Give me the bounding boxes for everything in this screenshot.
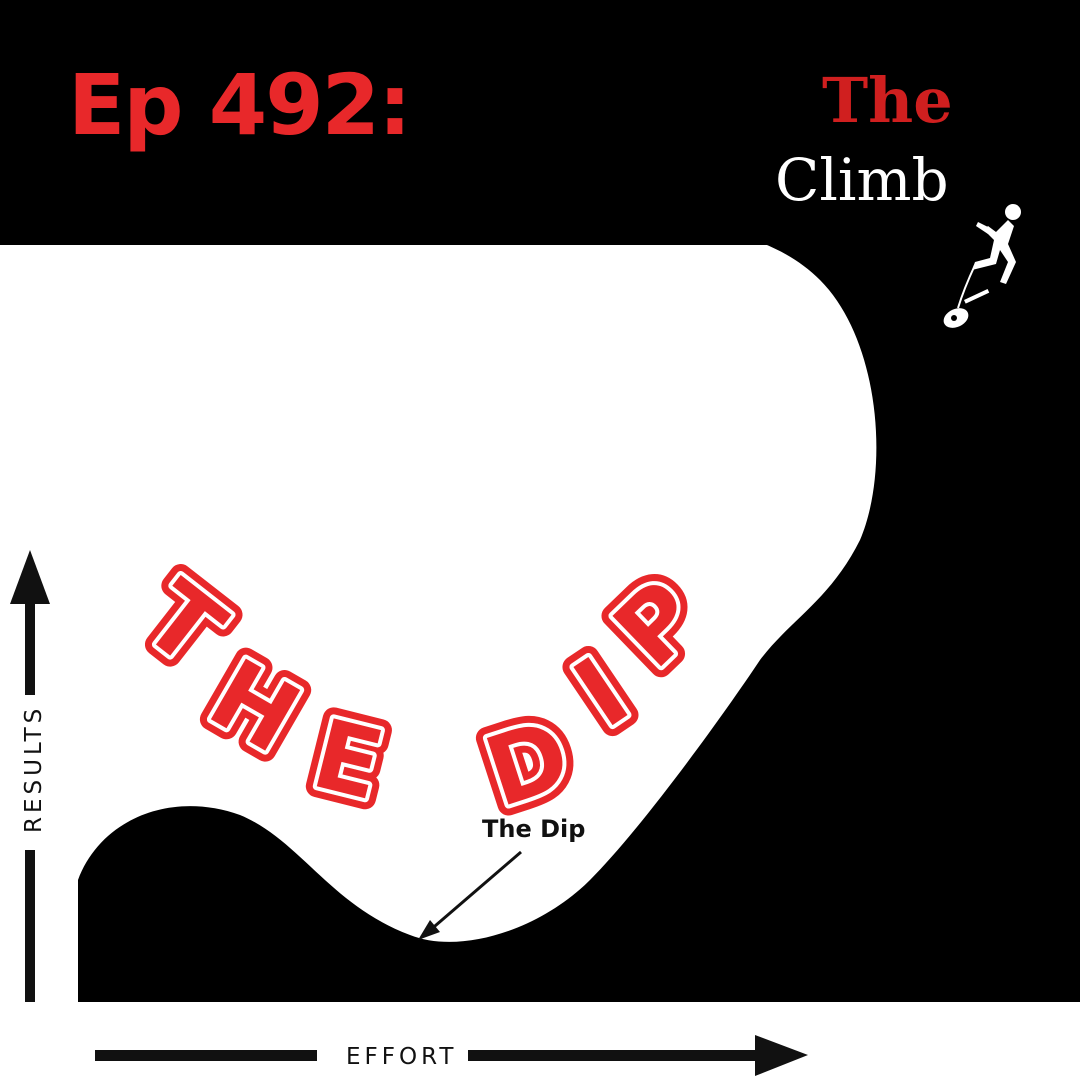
x-axis-left-bar [95,1050,317,1061]
y-axis-arrowhead [10,550,50,604]
episode-title: Ep 492: [68,56,410,154]
climber-icon [972,204,1021,284]
the-climb-logo: The Climb [775,64,1021,328]
dip-pointer-line [427,850,522,934]
y-axis-label: RESULTS [21,705,47,833]
title-letter: E [303,698,394,823]
rope-line [957,264,976,309]
x-axis-arrowhead [755,1035,808,1076]
title-letter: H [192,638,318,775]
title-letter: D [473,698,583,829]
logo-word-bottom: Climb [775,146,949,214]
dip-pointer-arrowhead [418,920,440,940]
x-axis-right-bar [468,1050,768,1061]
title-letter: T [123,560,244,689]
logo-word-top: The [822,64,953,137]
y-axis-upper-bar [25,600,35,695]
guitar-icon [943,289,990,328]
x-axis-label: EFFORT [346,1044,457,1070]
y-axis: RESULTS [10,550,50,1002]
title-the-dip: T T T H H H E E E D D D I I I [112,549,732,841]
dip-label: The Dip [482,815,585,843]
title-letter: I [555,636,647,749]
title-letter: P [593,560,721,689]
y-axis-lower-bar [25,850,35,1002]
dark-region [78,0,1080,1003]
title-letter: D [473,698,583,829]
x-axis: EFFORT [95,1035,808,1076]
